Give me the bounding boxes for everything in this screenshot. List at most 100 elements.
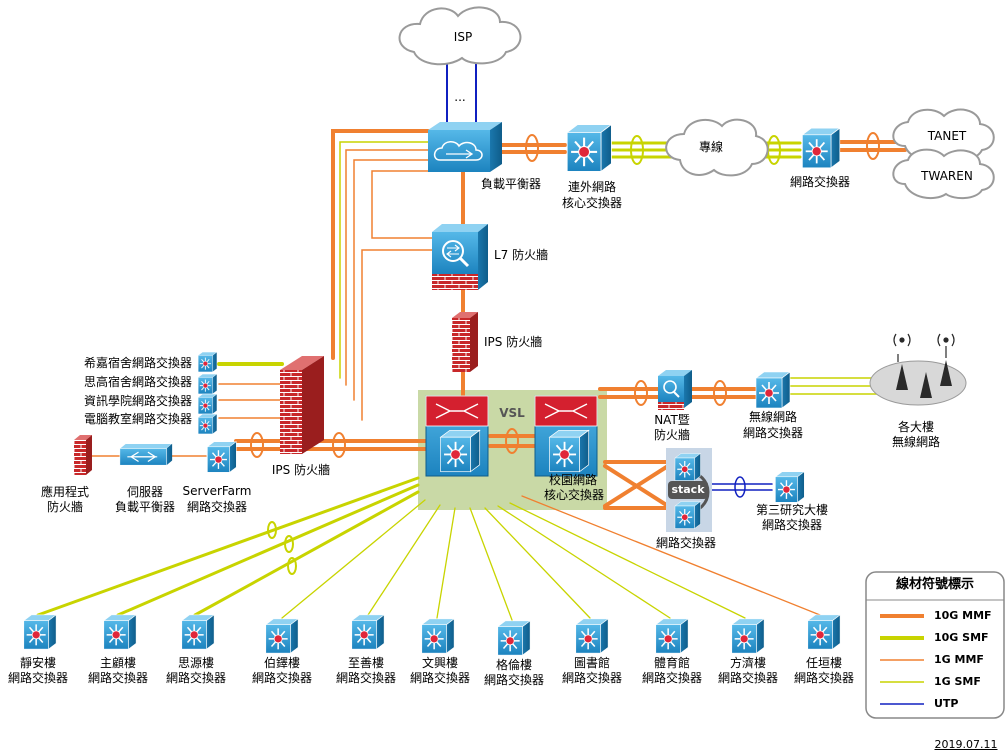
dorm-switch-1 (197, 351, 218, 373)
dorm-switch-label-2: 思高宿舍網路交換器 (83, 375, 192, 389)
building-label-6: 文興樓 (421, 656, 458, 670)
app-firewall-device (74, 435, 92, 475)
nat-firewall-device (658, 370, 692, 410)
building-label-2: 主顧樓 (99, 656, 136, 670)
date-label: 2019.07.11 (934, 738, 998, 751)
server-lb-label-2: 負載平衡器 (114, 500, 175, 514)
lb-dorm-link-3 (353, 159, 431, 401)
dedicated-line-label: 專線 (698, 140, 723, 154)
load-balancer-device (428, 122, 502, 172)
building-label-10: 方濟樓 (729, 656, 766, 670)
building-sub-4: 網路交換器 (251, 671, 312, 685)
lb-l7-link (371, 170, 441, 239)
serverfarm-label-1: ServerFarm (182, 484, 252, 498)
dedicated-line-cloud (665, 118, 769, 177)
building-sub-1: 網路交換器 (7, 671, 68, 685)
building-switch-10 (730, 618, 765, 654)
wireless-bldg-label-1: 各大樓 (897, 420, 934, 434)
legend-title: 線材符號標示 (895, 577, 974, 592)
nat-firewall-label-1: NAT暨 (654, 413, 690, 427)
legend-label-4: 1G SMF (934, 675, 981, 688)
ips-firewall-left-label: IPS 防火牆 (271, 463, 331, 477)
ips-firewall-left-device (280, 356, 324, 454)
wireless-bldg-cloud (869, 360, 967, 406)
server-lb-label-1: 伺服器 (126, 485, 163, 499)
app-firewall-label-1: 應用程式 (40, 485, 89, 499)
core-b9-link (497, 505, 671, 619)
legend-label-2: 10G SMF (934, 631, 989, 644)
stack-label: stack (671, 483, 705, 496)
campus-core-label-2: 核心交換器 (543, 488, 604, 502)
dorm-switch-2 (197, 373, 218, 395)
l7-firewall-label: L7 防火牆 (494, 248, 549, 262)
core-switch-right (534, 395, 598, 477)
building-switch-4 (264, 618, 299, 654)
research-switch-label-2: 網路交換器 (761, 518, 822, 532)
building-label-4: 伯鐸樓 (263, 656, 300, 670)
building-sub-8: 網路交換器 (561, 671, 622, 685)
isp-more-label: ... (454, 90, 466, 104)
core-b4-link (281, 499, 426, 619)
building-switch-3 (181, 614, 215, 650)
wireless-ap-icons (893, 333, 955, 398)
building-sub-9: 網路交換器 (641, 671, 702, 685)
core-b5-link (367, 504, 441, 616)
app-firewall-label-2: 防火牆 (46, 500, 83, 514)
building-sub-3: 網路交換器 (165, 671, 226, 685)
research-switch-label-1: 第三研究大樓 (755, 503, 828, 517)
building-label-9: 體育館 (653, 656, 690, 670)
building-switch-2 (103, 614, 137, 650)
dorm-switch-4 (197, 413, 218, 435)
building-sub-10: 網路交換器 (717, 671, 778, 685)
building-sub-11: 網路交換器 (793, 671, 854, 685)
core-b8-link (484, 507, 591, 619)
legend-label-5: UTP (934, 697, 959, 710)
core-stack-link-4 (603, 464, 670, 508)
core-b1-link (36, 476, 420, 617)
core-b6-link (436, 507, 456, 619)
link-markers (250, 132, 880, 575)
wireless-switch-label-2: 網路交換器 (742, 426, 803, 440)
twaren-cloud (892, 148, 995, 200)
twaren-label: TWAREN (921, 169, 973, 183)
building-sub-5: 網路交換器 (335, 671, 396, 685)
legend-label-1: 10G MMF (934, 609, 992, 622)
building-sub-2: 網路交換器 (87, 671, 148, 685)
building-switch-6 (420, 618, 455, 654)
serverfarm-label-2: 網路交換器 (186, 500, 247, 514)
campus-core-label-1: 校園網路 (548, 473, 597, 487)
ips-firewall-top-label: IPS 防火牆 (484, 335, 543, 349)
core-b11-link (521, 495, 821, 616)
external-core-label-1: 連外網路 (567, 180, 616, 194)
nat-firewall-label-2: 防火牆 (653, 428, 690, 442)
building-sub-7: 網路交換器 (483, 673, 544, 687)
server-lb-device (119, 443, 173, 466)
edge-switch-label: 網路交換器 (789, 175, 850, 189)
legend-label-3: 1G MMF (934, 653, 984, 666)
core-b2-link (116, 483, 420, 617)
wireless-switch-device (755, 371, 791, 409)
building-label-5: 至善樓 (347, 656, 384, 670)
external-core-label-2: 核心交換器 (561, 196, 622, 210)
building-label-8: 圖書館 (573, 656, 610, 670)
external-core-switch (566, 123, 613, 173)
tanet-label: TANET (927, 129, 967, 143)
core-b7-link (469, 507, 513, 621)
serverfarm-switch-device (206, 441, 237, 473)
load-balancer-label: 負載平衡器 (480, 177, 541, 191)
stack-switch-label: 網路交換器 (655, 536, 716, 550)
building-label-11: 任垣樓 (805, 656, 842, 670)
core-switch-left (425, 395, 489, 477)
building-switch-8 (574, 618, 609, 654)
building-switch-1 (22, 614, 57, 650)
dorm-switch-3 (197, 393, 218, 415)
building-sub-6: 網路交換器 (409, 671, 470, 685)
lb-dorm-link-smf (339, 141, 431, 379)
core-b10-link (509, 502, 746, 619)
research-switch-device (774, 471, 805, 503)
building-switch-5 (350, 614, 385, 650)
l7-firewall-device (432, 224, 488, 290)
building-label-7: 格倫樓 (495, 658, 532, 672)
building-switch-7 (496, 620, 531, 656)
edge-switch-device (801, 127, 841, 169)
